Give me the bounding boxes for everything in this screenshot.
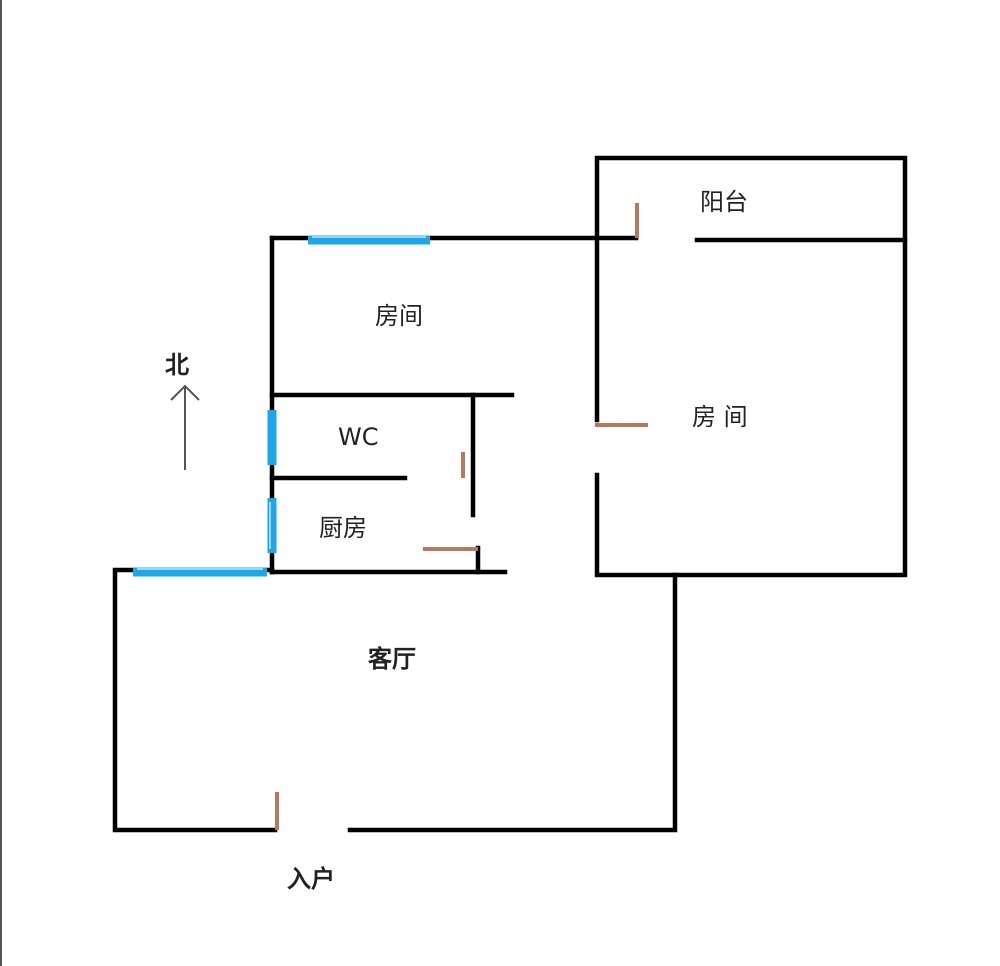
label-entrance: 入户 [287, 865, 335, 893]
label-east-room: 房 间 [692, 403, 748, 431]
label-north-room: 房间 [375, 302, 423, 330]
label-kitchen: 厨房 [319, 514, 367, 542]
doors [275, 203, 648, 830]
label-wc: WC [338, 423, 379, 451]
north-arrow [170, 384, 200, 470]
label-north: 北 [165, 351, 189, 379]
windows [133, 235, 430, 577]
label-living-room: 客厅 [368, 645, 416, 673]
label-balcony: 阳台 [700, 188, 748, 216]
walls [112, 155, 908, 833]
